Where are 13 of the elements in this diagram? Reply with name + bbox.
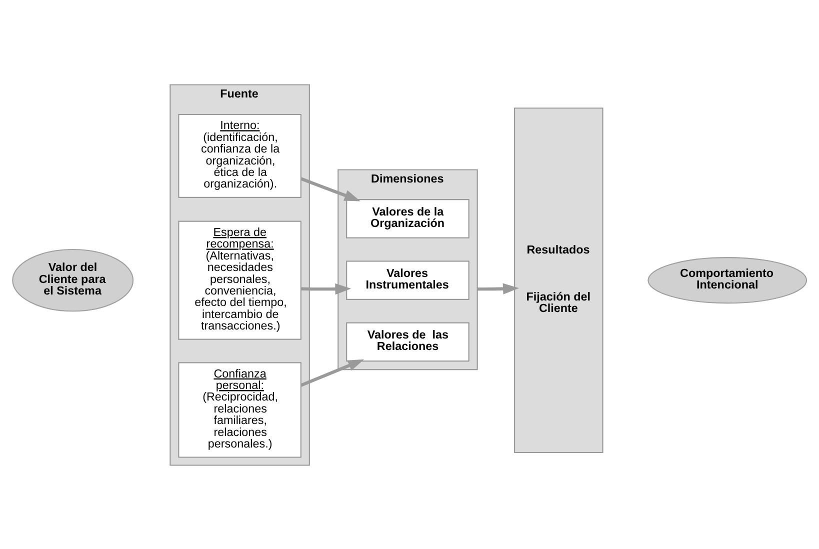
- node-box: Resultados Fijación del Cliente: [514, 107, 604, 453]
- arrow: [300, 176, 360, 201]
- arrow: [300, 358, 364, 386]
- node-ellipse: Comportamiento Intencional: [648, 256, 808, 304]
- node-box: Espera de recompensa: (Alternativas, necesidades personales, conveniencia, efecto del tiempo, intercambio de transacciones.): [178, 220, 302, 340]
- node-box: Valores de la Organización: [346, 198, 470, 238]
- node-box: Interno: (identificación, confianza de la organización, ética de la organización).: [178, 113, 302, 198]
- node-box: Valores de las Relaciones: [346, 322, 470, 362]
- node-ellipse: Valor del Cliente para el Sistema: [12, 248, 134, 312]
- node-box: Valores Instrumentales: [346, 260, 470, 300]
- arrow: [477, 282, 520, 294]
- arrow: [301, 282, 352, 294]
- node-box: Confianza personal: (Reciprocidad, relaciones familiares, relaciones personales.): [178, 362, 302, 458]
